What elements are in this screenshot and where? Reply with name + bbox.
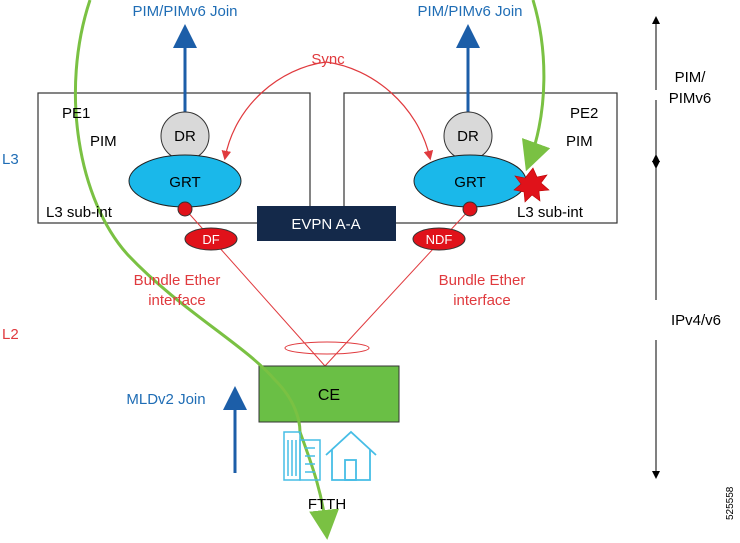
mld-join-label: MLDv2 Join (126, 391, 205, 408)
figure-id: 525558 (725, 486, 736, 520)
l2-label: L2 (2, 326, 19, 343)
multicast-path-bottom (298, 431, 340, 540)
sync-arrow-right (325, 61, 434, 161)
pe1-df-badge (184, 227, 238, 251)
bundle-lag-ellipse (284, 341, 370, 355)
pe2-bundle-line2: interface (453, 292, 511, 309)
multicast-path-left (73, 0, 302, 433)
pe2-protocol: PIM (566, 133, 593, 150)
house-icon (325, 430, 377, 481)
pe1-subint-port (177, 201, 193, 217)
pe1-bundle-line1: Bundle Ether (134, 272, 221, 289)
pe1-role-label: DF (202, 232, 219, 247)
evpn-aa-box (257, 206, 396, 241)
multicast-path-right (521, 0, 551, 172)
scale-pim-line1: PIM/ (675, 69, 707, 86)
right-pim-join-label: PIM/PIMv6 Join (417, 3, 522, 20)
left-pim-join-label: PIM/PIMv6 Join (132, 3, 237, 20)
pe1-protocol: PIM (90, 133, 117, 150)
scale-ip-label: IPv4/v6 (671, 312, 721, 329)
pe1-subint-label: L3 sub-int (46, 204, 113, 221)
pe2-bundle-line1: Bundle Ether (439, 272, 526, 289)
pe2-subint-port (462, 201, 478, 217)
building-icon (283, 431, 321, 481)
pe1-box (37, 92, 311, 224)
pe2-role-label: NDF (426, 232, 453, 247)
pe2-dr-label: DR (457, 128, 479, 145)
l3-label: L3 (2, 151, 19, 168)
pe2-name: PE2 (570, 105, 598, 122)
pe2-ndf-badge (412, 227, 466, 251)
pe1-name: PE1 (62, 105, 90, 122)
pe1-grt-label: GRT (169, 174, 200, 191)
ftth-label: FTTH (308, 496, 346, 513)
evpn-label: EVPN A-A (291, 216, 360, 233)
pe2-box (343, 92, 618, 224)
pe1-bundle-line2: interface (148, 292, 206, 309)
ce-label: CE (318, 387, 340, 404)
sync-arrow-left (221, 61, 327, 161)
failure-burst-icon (513, 167, 550, 203)
sync-label: Sync (311, 51, 345, 68)
scale-pim-line2: PIMv6 (669, 90, 712, 107)
ce-box (258, 365, 400, 423)
pe2-subint-label: L3 sub-int (517, 204, 584, 221)
pe1-dr-label: DR (174, 128, 196, 145)
pe2-grt-label: GRT (454, 174, 485, 191)
